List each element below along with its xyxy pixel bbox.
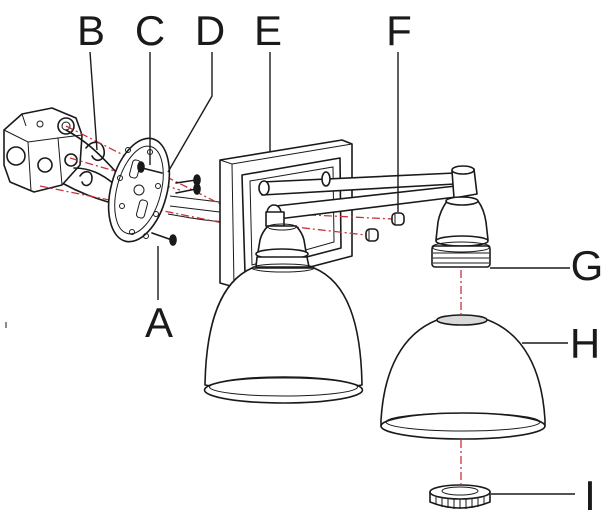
callout-e: E — [254, 7, 282, 54]
arm-collar — [321, 171, 331, 187]
knockout-hole — [6, 146, 26, 166]
knockout-hole — [57, 117, 75, 135]
callout-c: C — [135, 7, 165, 54]
screw — [151, 232, 177, 246]
callout-h: H — [570, 320, 600, 367]
junction-box — [3, 107, 83, 193]
threaded-collar — [431, 245, 491, 268]
right-shade — [380, 314, 546, 440]
leader-line-b — [89, 51, 98, 151]
callout-d: D — [195, 7, 225, 54]
callout-i: I — [584, 472, 596, 519]
socket-screws — [365, 212, 405, 242]
right-socket — [431, 165, 491, 268]
shade-rim — [380, 412, 546, 440]
callout-g: G — [571, 242, 604, 289]
leader-line-d — [167, 52, 213, 173]
callout-f: F — [386, 7, 412, 54]
callout-labels: B C D E F A G H I — [77, 7, 603, 519]
leader-lines — [5, 51, 575, 495]
shade-rim — [203, 376, 364, 404]
screw — [175, 183, 201, 195]
shade-ring — [429, 484, 491, 509]
knockout-hole — [37, 157, 53, 173]
callout-b: B — [77, 7, 105, 54]
callout-a: A — [145, 299, 173, 346]
left-shade — [203, 263, 364, 404]
screw — [137, 161, 163, 174]
shade-opening — [436, 314, 488, 326]
mounting-plate — [107, 137, 171, 243]
